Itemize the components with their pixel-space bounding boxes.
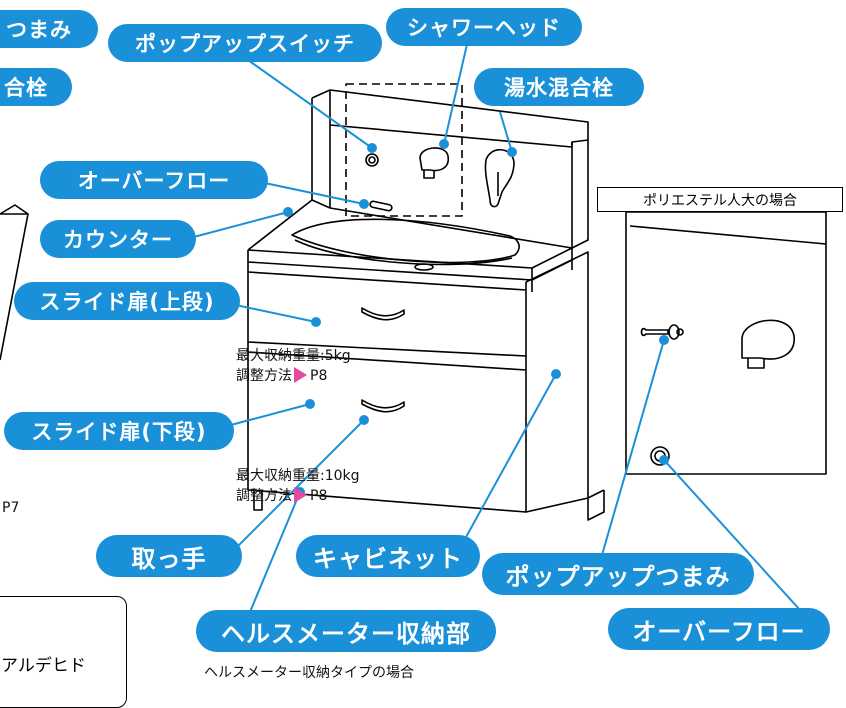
upper-max-weight: 最大収納重量:5kg: [236, 348, 351, 364]
label-slide-door-upper: スライド扉(上段): [14, 282, 240, 320]
label-counter: カウンター: [40, 220, 196, 258]
label-slide-door-lower: スライド扉(下段): [4, 412, 234, 450]
label-popup-knob: ポップアップつまみ: [482, 553, 754, 595]
popup-switch-shape: [365, 153, 379, 167]
label-overflow: オーバーフロー: [40, 161, 268, 199]
mixing-faucet-shape: [484, 148, 515, 208]
info-box-fragment: アルデヒド: [0, 596, 127, 708]
label-tsumami-fragment: つまみ: [0, 10, 98, 48]
box-text: アルデヒド: [1, 656, 86, 676]
dashed-box: [345, 83, 463, 217]
lower-drawer: [247, 351, 527, 513]
pink-arrow-icon: [294, 487, 307, 503]
p7-fragment: P7: [2, 500, 20, 516]
inset-panel: [625, 211, 827, 475]
cabinet-side: [525, 251, 589, 513]
inset-title: ポリエステル人大の場合: [597, 187, 843, 212]
inset-shower: [741, 319, 795, 360]
label-health-meter-storage: ヘルスメーター収納部: [196, 610, 496, 652]
basin: [291, 218, 520, 264]
label-cabinet: キャビネット: [296, 535, 480, 577]
lower-adjust-label: 調整方法: [236, 488, 292, 504]
label-shower-head: シャワーヘッド: [386, 8, 582, 46]
upper-handle-shape: [361, 307, 405, 321]
lower-door-note: 最大収納重量:10kg 調整方法 P8: [236, 466, 360, 506]
inset-popup-knob: [640, 327, 669, 337]
shower-head-shape: [419, 147, 450, 172]
upper-door-note: 最大収納重量:5kg 調整方法 P8: [236, 346, 351, 386]
label-overflow-right: オーバーフロー: [608, 608, 830, 650]
pink-arrow-icon: [294, 367, 307, 383]
label-popup-switch: ポップアップスイッチ: [108, 24, 382, 62]
label-mixing-faucet: 湯水混合栓: [474, 68, 644, 106]
upper-drawer: [247, 271, 527, 357]
health-meter-type-note: ヘルスメーター収納タイプの場合: [204, 665, 414, 681]
lower-handle-shape: [361, 399, 405, 413]
inset-overflow: [650, 446, 670, 466]
upper-adjust-label: 調整方法: [236, 368, 292, 384]
upper-page-link[interactable]: P8: [310, 368, 328, 384]
lower-page-link[interactable]: P8: [310, 488, 328, 504]
label-gouseisen-fragment: 合栓: [0, 68, 72, 106]
left-cabinet-fragment: [0, 204, 29, 215]
lower-max-weight: 最大収納重量:10kg: [236, 468, 360, 484]
counter-top: [247, 199, 573, 269]
vanity-unit-diagram: [0, 39, 827, 613]
label-handle: 取っ手: [96, 535, 242, 577]
